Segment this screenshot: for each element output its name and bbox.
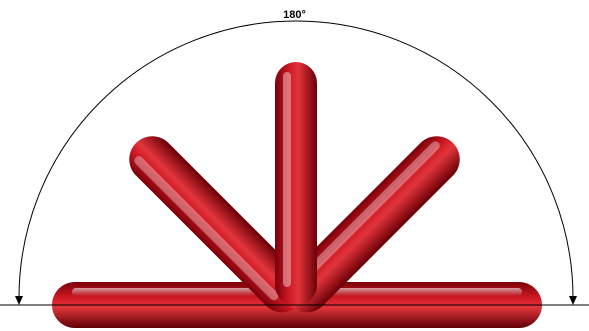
- right-arrowhead-icon: [569, 296, 577, 305]
- arm-vertical: [275, 62, 317, 306]
- left-arrowhead-icon: [15, 296, 23, 305]
